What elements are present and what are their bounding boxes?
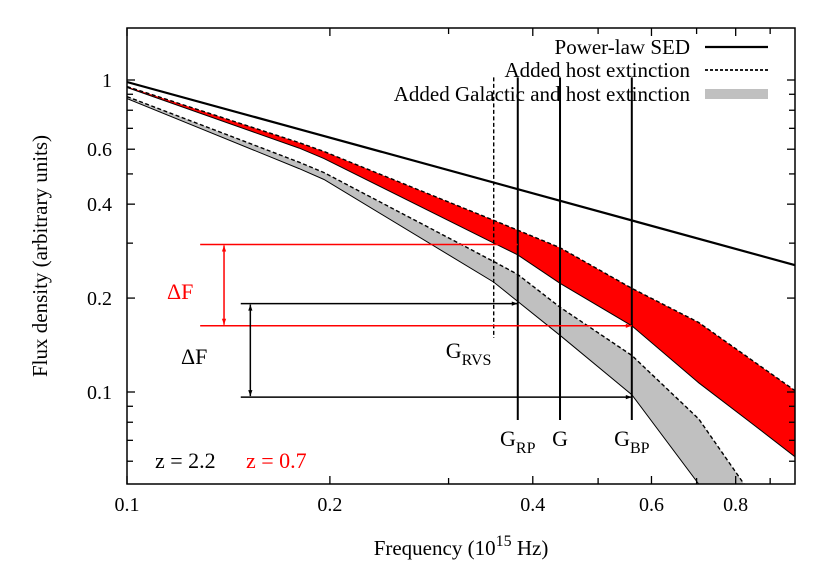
legend-label-2: Added Galactic and host extinction — [394, 82, 691, 106]
filter-label-g_bp: GBP — [614, 426, 650, 457]
x-tick-label: 0.8 — [723, 494, 748, 516]
redshift-label-z0.7: z = 0.7 — [246, 448, 307, 473]
filter-label-g: G — [552, 426, 568, 451]
x-tick-label: 0.4 — [520, 494, 545, 516]
legend-label-1: Added host extinction — [505, 58, 691, 82]
x-tick-label: 0.1 — [115, 494, 140, 516]
filter-label-g_rp: GRP — [500, 426, 536, 457]
legend-swatch-band — [705, 89, 768, 99]
redshift-label-z2.2: z = 2.2 — [155, 448, 216, 473]
black-delta-f-label: ΔF — [181, 344, 207, 369]
plot-frame — [126, 27, 796, 485]
x-axis-label: Frequency (1015 Hz) — [374, 533, 549, 560]
y-axis-label: Flux density (arbitrary units) — [28, 135, 52, 377]
axis-ticks: 0.1 0.2 0.4 0.6 0.8 0.1 0.2 0.4 0.6 1 — [87, 28, 795, 516]
red-delta-f-label: ΔF — [167, 279, 193, 304]
y-tick-label: 0.4 — [87, 194, 112, 216]
y-tick-label: 0.2 — [87, 288, 112, 310]
filter-label-g_rvs: GRVS — [446, 338, 492, 369]
y-tick-label: 1 — [102, 70, 112, 92]
extinction-bands — [127, 86, 795, 484]
curve-3 — [127, 95, 745, 484]
delta-f-annotations: ΔF ΔF — [167, 242, 632, 400]
curve-0 — [127, 80, 795, 267]
x-tick-label: 0.2 — [317, 494, 342, 516]
legend-label-0: Power-law SED — [555, 35, 690, 59]
y-tick-label: 0.1 — [87, 382, 112, 404]
gaia-filter-markers: GRVS GRP G GBP — [446, 77, 650, 457]
curve-4 — [127, 98, 700, 484]
band-gray — [127, 96, 744, 484]
y-tick-label: 0.6 — [87, 139, 112, 161]
curve-2 — [127, 87, 795, 458]
x-tick-label: 0.6 — [639, 494, 664, 516]
